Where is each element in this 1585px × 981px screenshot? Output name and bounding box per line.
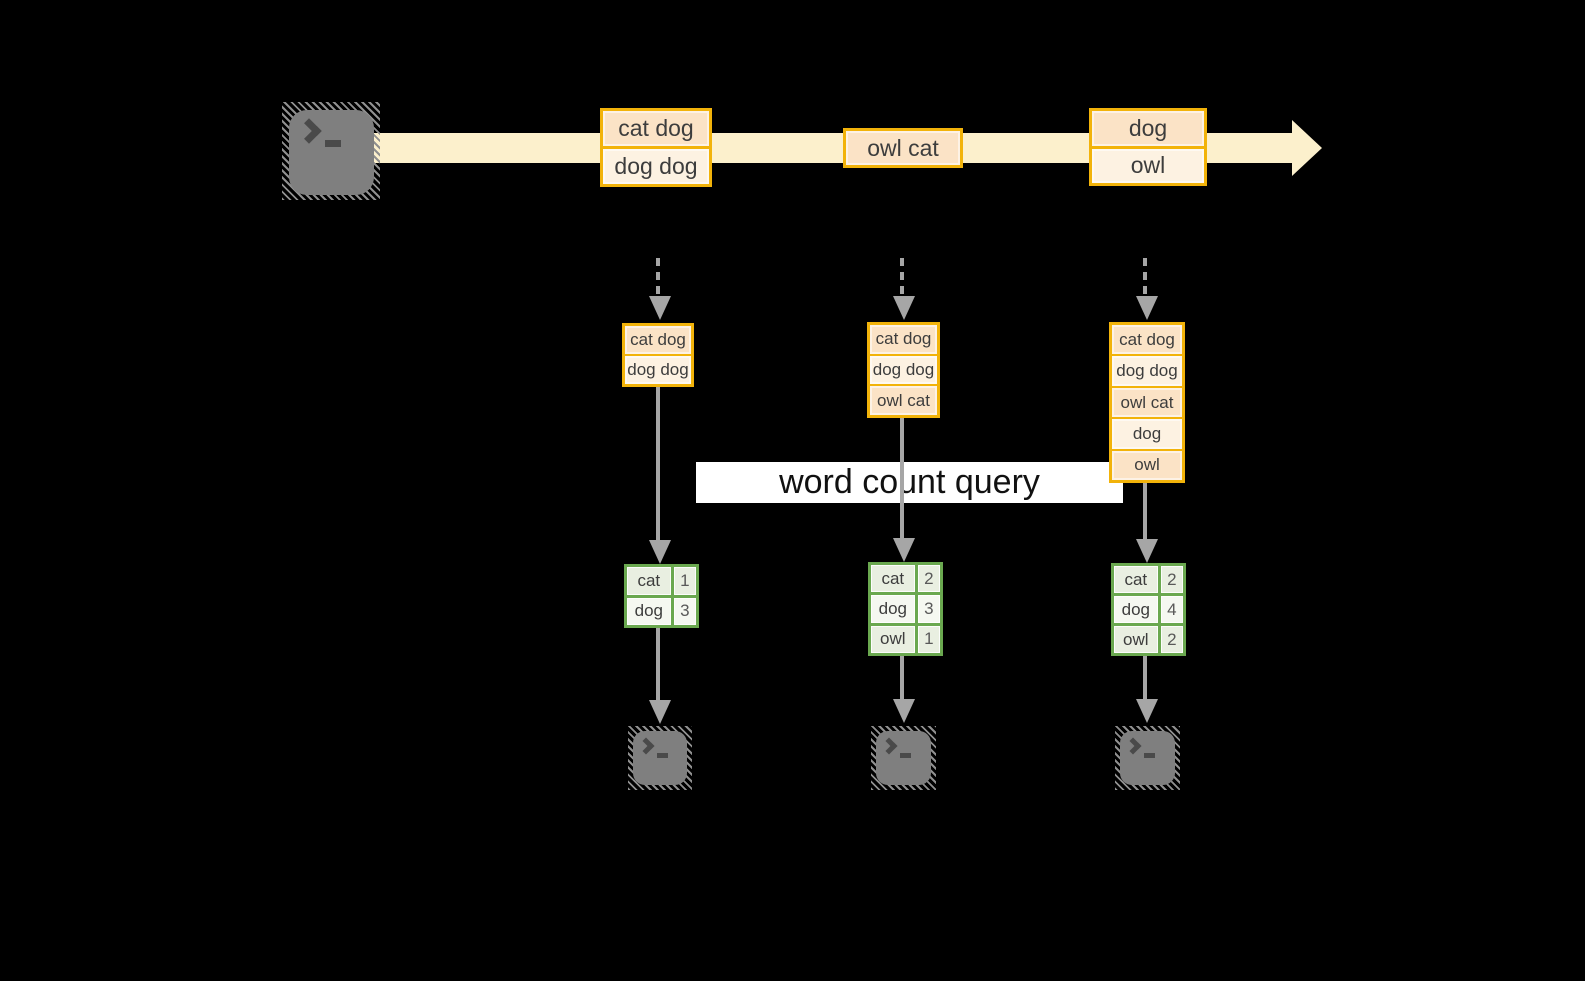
output-arrowhead-icon — [893, 699, 915, 723]
message-buffer: cat dog dog dog owl cat dog owl — [1109, 322, 1185, 483]
buffer-item: dog dog — [1112, 354, 1182, 386]
table-row: cat 2 — [1114, 566, 1183, 593]
message-text: owl — [1092, 145, 1204, 183]
stream-message-box: dog owl — [1089, 108, 1207, 186]
message-buffer: cat dog dog dog — [622, 323, 694, 387]
query-arrow-line — [900, 418, 904, 540]
count-cell: 1 — [917, 625, 940, 653]
count-cell: 2 — [917, 565, 940, 593]
prompt-chevron-icon — [1124, 737, 1142, 755]
word-count-table: cat 1 dog 3 — [624, 564, 699, 628]
buffer-item: owl — [1112, 448, 1182, 481]
count-cell: 3 — [673, 597, 696, 625]
query-banner: word count query — [696, 462, 1123, 503]
prompt-chevron-icon — [637, 737, 655, 755]
output-arrowhead-icon — [649, 700, 671, 724]
buffer-item: owl cat — [870, 384, 937, 416]
word-cell: cat — [627, 567, 671, 595]
count-cell: 4 — [1160, 596, 1183, 623]
word-cell: dog — [627, 597, 671, 625]
prompt-underscore-icon — [900, 753, 911, 758]
source-terminal-icon — [282, 102, 380, 200]
message-text: cat dog — [603, 111, 709, 146]
count-cell: 1 — [673, 567, 696, 595]
count-cell: 2 — [1160, 626, 1183, 653]
buffer-item: cat dog — [625, 326, 691, 354]
word-cell: cat — [1114, 566, 1158, 593]
query-arrowhead-icon — [1136, 539, 1158, 563]
output-arrow-line — [900, 656, 904, 701]
prompt-underscore-icon — [1144, 753, 1155, 758]
output-arrowhead-icon — [1136, 699, 1158, 723]
prompt-underscore-icon — [325, 140, 341, 147]
table-row: owl 2 — [1114, 626, 1183, 653]
query-arrowhead-icon — [893, 538, 915, 562]
output-arrow-line — [1143, 656, 1147, 701]
message-text: owl cat — [846, 131, 960, 165]
word-cell: cat — [871, 565, 915, 593]
prompt-underscore-icon — [657, 753, 668, 758]
stream-arrowhead-icon — [1292, 120, 1322, 176]
table-row: owl 1 — [871, 625, 940, 653]
ingest-arrow-line — [900, 258, 904, 294]
buffer-item: cat dog — [870, 325, 937, 354]
word-cell: dog — [1114, 596, 1158, 623]
word-cell: owl — [1114, 626, 1158, 653]
word-cell: dog — [871, 595, 915, 623]
ingest-arrow-line — [1143, 258, 1147, 294]
prompt-chevron-icon — [880, 737, 898, 755]
count-cell: 2 — [1160, 566, 1183, 593]
message-text: dog — [1092, 111, 1204, 146]
query-arrow-line — [656, 387, 660, 542]
consumer-terminal-icon — [628, 726, 692, 790]
buffer-item: dog — [1112, 417, 1182, 449]
stream-message-box: cat dog dog dog — [600, 108, 712, 187]
buffer-item: dog dog — [870, 353, 937, 385]
table-row: cat 1 — [627, 567, 696, 595]
prompt-chevron-icon — [296, 118, 322, 144]
consumer-terminal-icon — [871, 726, 936, 790]
word-count-table: cat 2 dog 3 owl 1 — [868, 562, 943, 656]
ingest-arrowhead-icon — [893, 296, 915, 320]
word-count-table: cat 2 dog 4 owl 2 — [1111, 563, 1186, 656]
consumer-terminal-icon — [1115, 726, 1180, 790]
query-arrow-line — [1143, 483, 1147, 541]
table-row: dog 4 — [1114, 596, 1183, 623]
word-cell: owl — [871, 625, 915, 653]
table-row: dog 3 — [627, 597, 696, 625]
table-row: dog 3 — [871, 595, 940, 623]
ingest-arrowhead-icon — [1136, 296, 1158, 320]
count-cell: 3 — [917, 595, 940, 623]
query-label: word count query — [779, 463, 1040, 501]
ingest-arrowhead-icon — [649, 296, 671, 320]
buffer-item: owl cat — [1112, 385, 1182, 418]
output-arrow-line — [656, 628, 660, 702]
message-text: dog dog — [603, 146, 709, 184]
buffer-item: cat dog — [1112, 325, 1182, 355]
query-arrowhead-icon — [649, 540, 671, 564]
message-buffer: cat dog dog dog owl cat — [867, 322, 940, 418]
stream-message-box: owl cat — [843, 128, 963, 168]
ingest-arrow-line — [656, 258, 660, 294]
table-row: cat 2 — [871, 565, 940, 593]
buffer-item: dog dog — [625, 354, 691, 384]
